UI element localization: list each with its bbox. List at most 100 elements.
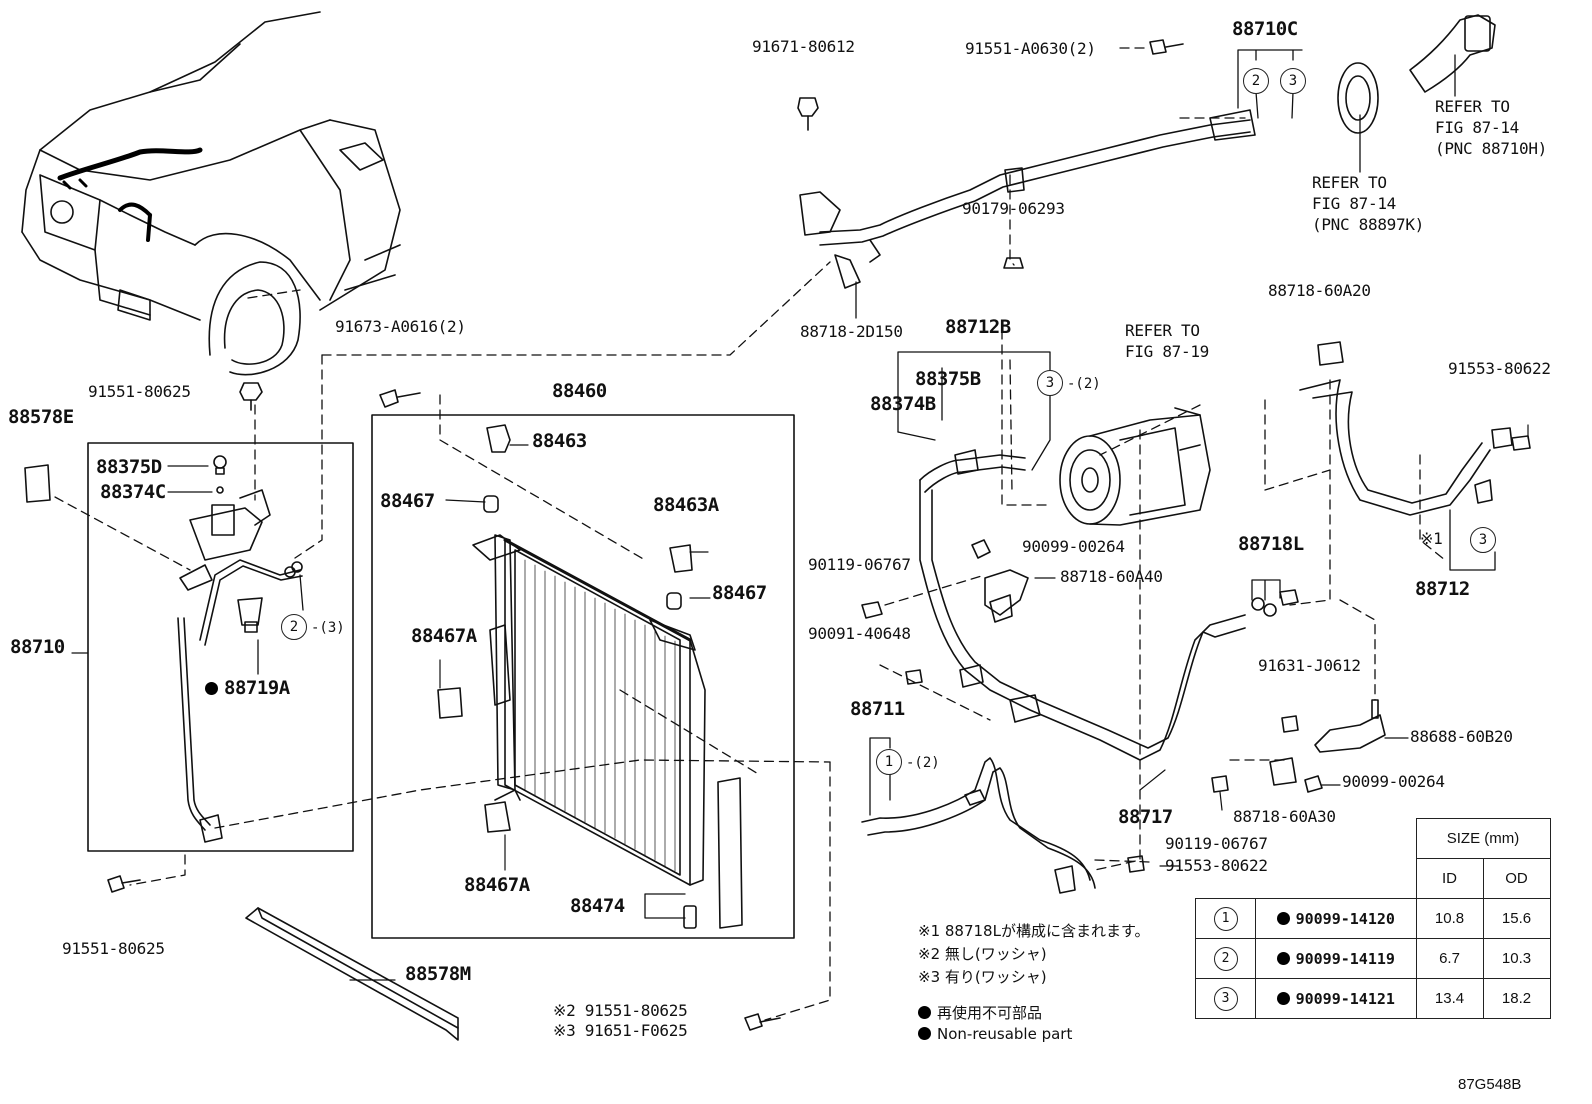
condenser xyxy=(472,534,706,886)
col-od-header: OD xyxy=(1482,858,1551,899)
non-reusable-dot-icon xyxy=(918,1027,931,1040)
part-label-88688: 88688-60B20 xyxy=(1410,727,1513,746)
washer-key-3-right: 3 xyxy=(1470,527,1496,553)
table-row: 2 90099-14119 6.7 10.3 xyxy=(1195,938,1551,979)
washer-qty-3: -(2) xyxy=(1067,376,1101,392)
liquid-pipe-assembly xyxy=(177,455,303,843)
pressure-pipe xyxy=(919,449,1246,761)
washer-qty-1: -(2) xyxy=(906,755,940,771)
part-label-91673: 91673-A0616(2) xyxy=(335,317,466,336)
part-label-88374c: 88374C xyxy=(100,481,166,503)
col-id-header: ID xyxy=(1415,858,1484,899)
row-id: 10.8 xyxy=(1415,898,1484,939)
table-row: 1 90099-14120 10.8 15.6 xyxy=(1195,898,1551,939)
note-1: ※1 88718Lが構成に含まれます。 xyxy=(918,922,1150,940)
part-label-90091: 90091-40648 xyxy=(808,624,911,643)
part-label-88710c: 88710C xyxy=(1232,18,1298,40)
part-label-88375d: 88375D xyxy=(96,456,162,478)
non-reusable-dot-icon xyxy=(1276,991,1290,1005)
group-box-88460 xyxy=(371,414,795,939)
row-key: 2 xyxy=(1213,946,1238,971)
row-part-number: 90099-14119 xyxy=(1295,949,1395,968)
part-label-88375b: 88375B xyxy=(915,368,981,390)
label-leaders xyxy=(71,424,1529,981)
part-label-91553-bot: 91553-80622 xyxy=(1165,856,1268,875)
refer-parts xyxy=(1337,14,1496,134)
refer-label-88710h: REFER TO FIG 87-14 (PNC 88710H) xyxy=(1435,97,1547,158)
row-od: 10.3 xyxy=(1482,938,1551,979)
non-reusable-dot-icon xyxy=(205,682,218,695)
part-label-88718l: 88718L xyxy=(1238,533,1304,555)
washer-key-2: 2 xyxy=(281,614,307,640)
note-3: ※3 有り(ワッシャ) xyxy=(918,968,1047,986)
part-label-88463a: 88463A xyxy=(653,494,719,516)
row-od: 18.2 xyxy=(1482,978,1551,1019)
part-label-88711: 88711 xyxy=(850,698,905,720)
part-label-91551-bot: 91551-80625 xyxy=(62,939,165,958)
row-part-number: 90099-14121 xyxy=(1295,989,1395,1008)
washer-key-1: 1 xyxy=(876,749,902,775)
washer-key-2-top: 2 xyxy=(1243,68,1269,94)
washer-key-3: 3 xyxy=(1037,370,1063,396)
part-label-88467-a: 88467 xyxy=(380,490,435,512)
suction-pipe-right xyxy=(1299,341,1513,516)
bracket-88578e xyxy=(24,464,51,503)
part-label-91553-top: 91553-80622 xyxy=(1448,359,1551,378)
part-label-88578m: 88578M xyxy=(405,963,471,985)
non-reusable-dot-icon xyxy=(1276,911,1290,925)
figure-id: 87G548B xyxy=(1458,1076,1522,1093)
part-label-note3: ※3 91651-F0625 xyxy=(553,1021,688,1040)
part-label-88718-60a30: 88718-60A30 xyxy=(1233,807,1336,826)
size-header: SIZE (mm) xyxy=(1415,818,1551,859)
row-key: 3 xyxy=(1213,986,1238,1011)
group-box-88710 xyxy=(87,442,354,852)
part-label-88474: 88474 xyxy=(570,895,625,917)
note-non-reusable-en-text: Non-reusable part xyxy=(937,1025,1073,1043)
part-label-88467a-bot: 88467A xyxy=(464,874,530,896)
part-label-91671: 91671-80612 xyxy=(752,37,855,56)
part-label-88719a-text: 88719A xyxy=(224,677,290,699)
compressor xyxy=(1059,407,1211,526)
part-label-88712: 88712 xyxy=(1415,578,1470,600)
part-label-88460: 88460 xyxy=(552,380,607,402)
part-label-88374b: 88374B xyxy=(870,393,936,415)
part-label-88719a: 88719A xyxy=(205,677,290,699)
discharge-hose xyxy=(861,757,1096,894)
non-reusable-dot-icon xyxy=(918,1006,931,1019)
note-non-reusable-en: Non-reusable part xyxy=(918,1025,1072,1043)
grouping-brackets xyxy=(257,49,1496,919)
vehicle-illustration xyxy=(21,11,401,376)
part-label-88712b: 88712B xyxy=(945,316,1011,338)
part-label-88467a-top: 88467A xyxy=(411,625,477,647)
part-label-88463: 88463 xyxy=(532,430,587,452)
note-mark-1: ※1 xyxy=(1420,529,1443,548)
part-label-88718-60a20: 88718-60A20 xyxy=(1268,281,1371,300)
bumper-bar xyxy=(245,907,459,1041)
part-label-90099-264b: 90099-00264 xyxy=(1342,772,1445,791)
suction-pipe-top xyxy=(799,109,1256,289)
part-label-90119-a: 90119-06767 xyxy=(808,555,911,574)
row-id: 13.4 xyxy=(1415,978,1484,1019)
brackets-lower-right xyxy=(984,569,1386,786)
condenser-brackets xyxy=(437,424,743,929)
table-row: 3 90099-14121 13.4 18.2 xyxy=(1195,978,1551,1019)
note-2: ※2 無し(ワッシャ) xyxy=(918,945,1047,963)
refer-label-fig-87-19: REFER TO FIG 87-19 xyxy=(1125,321,1209,361)
bolts xyxy=(107,39,1531,1031)
part-label-88467-b: 88467 xyxy=(712,582,767,604)
washer-qty-2: -(3) xyxy=(311,620,345,636)
note-non-reusable-jp: 再使用不可部品 xyxy=(918,1002,1042,1023)
refer-label-88897k: REFER TO FIG 87-14 (PNC 88897K) xyxy=(1312,173,1424,234)
part-label-91631: 91631-J0612 xyxy=(1258,656,1361,675)
part-label-88718-2d150: 88718-2D150 xyxy=(800,322,903,341)
row-id: 6.7 xyxy=(1415,938,1484,979)
part-label-88578e: 88578E xyxy=(8,406,74,428)
row-od: 15.6 xyxy=(1482,898,1551,939)
row-part-number: 90099-14120 xyxy=(1295,909,1395,928)
part-label-90099-264a: 90099-00264 xyxy=(1022,537,1125,556)
part-label-88717: 88717 xyxy=(1118,806,1173,828)
part-label-88710: 88710 xyxy=(10,636,65,658)
row-key: 1 xyxy=(1213,906,1238,931)
note-non-reusable-jp-text: 再使用不可部品 xyxy=(937,1004,1043,1022)
